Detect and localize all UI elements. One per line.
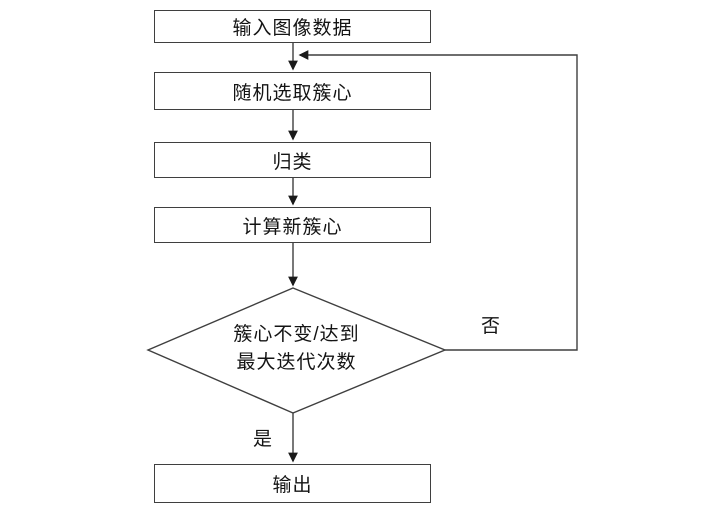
node-output-label: 输出 [272, 475, 313, 496]
node-output: 输出 [154, 464, 431, 503]
node-input-label: 输入图像数据 [232, 18, 353, 39]
edge-label-no: 否 [481, 316, 502, 337]
node-classify: 归类 [154, 142, 431, 178]
node-input: 输入图像数据 [154, 10, 431, 43]
edge-label-yes: 是 [253, 429, 274, 450]
node-compute-centroids-label: 计算新簇心 [242, 216, 343, 238]
node-compute-centroids: 计算新簇心 [154, 207, 431, 243]
decision-diamond-shape [146, 287, 447, 414]
edge-decision-loopback [298, 50, 578, 351]
node-select-centroids-label: 随机选取簇心 [232, 82, 353, 104]
node-classify-label: 归类 [272, 151, 313, 173]
node-decision-label: 簇心不变/达到 最大迭代次数 [233, 324, 360, 373]
node-select-centroids: 随机选取簇心 [154, 72, 431, 110]
